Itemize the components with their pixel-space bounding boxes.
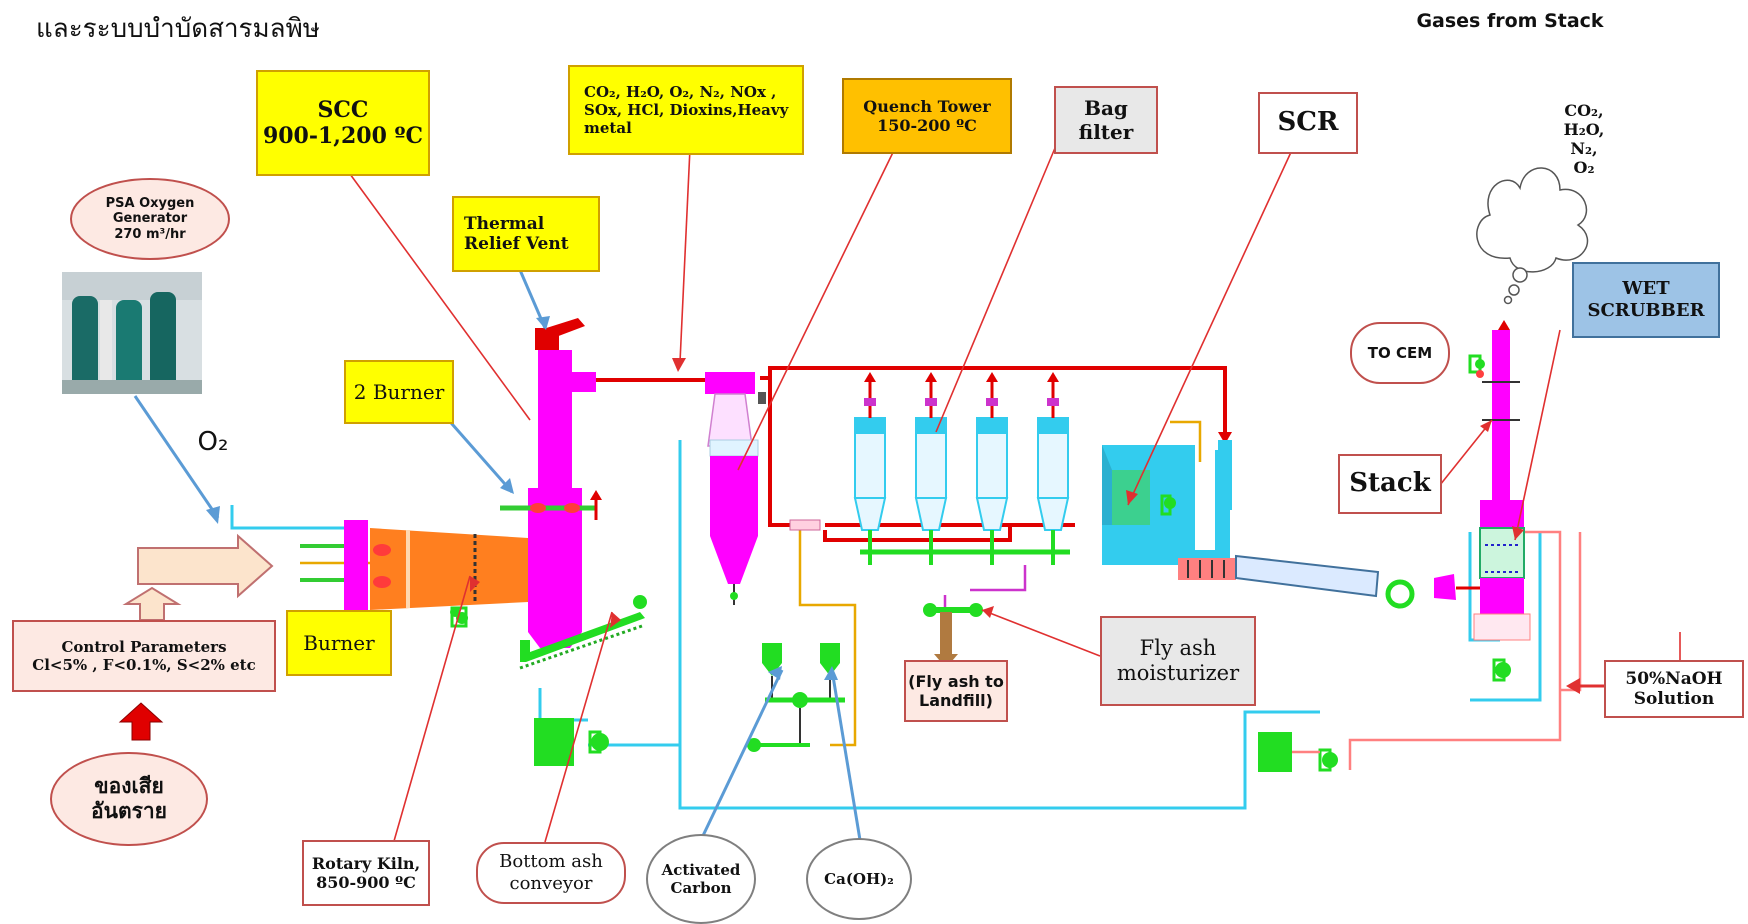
red-arrowheads [470, 358, 1580, 694]
hazardous-waste-label: ของเสียอันตราย [50, 752, 208, 846]
water-tank-left [534, 718, 609, 766]
control-arrow [122, 586, 182, 621]
naoh-lines [1348, 530, 1582, 770]
to-cem-label: TO CEM [1350, 322, 1450, 384]
fly-ash-moisturizer-unit [923, 603, 983, 668]
bag-filter-unit [914, 372, 948, 531]
scr-label: SCR [1258, 92, 1358, 154]
burner-label: Burner [286, 610, 392, 676]
stack-cloud [1476, 167, 1589, 305]
red-callouts [349, 137, 1681, 863]
bag-filter-unit [1036, 372, 1070, 531]
o2-label: O₂ [197, 427, 229, 458]
stack-and-scrubber [1468, 320, 1531, 682]
quench-tower [705, 372, 766, 605]
sorbent-dosing [747, 643, 845, 752]
psa-oxygen-photo [62, 272, 202, 394]
scc-tower [500, 318, 602, 648]
id-fan [1385, 574, 1480, 609]
bag-filters [789, 372, 1070, 565]
gases-composition-label: CO₂, H₂O, O₂, N₂, NOx ,SOx, HCl, Dioxins… [568, 65, 804, 155]
rotary-kiln-label: Rotary Kiln,850-900 ºC [302, 840, 430, 906]
water-tank-right [1258, 732, 1338, 772]
scr-unit [1102, 440, 1380, 598]
rotary-kiln [300, 520, 528, 628]
blue-arrowheads [206, 316, 838, 680]
waste-feed-arrow [118, 702, 164, 741]
header-title: และระบบบำบัดสารมลพิษ [36, 14, 320, 44]
bag-filter-unit [853, 372, 887, 531]
two-burner-label: 2 Burner [344, 360, 454, 424]
stack-gases-title: Gases from Stack [1416, 9, 1604, 32]
ash-lines [943, 565, 1027, 640]
feed-chute-arrow [137, 533, 274, 599]
stack-label: Stack [1338, 454, 1442, 514]
caoh2-label: Ca(OH)₂ [806, 838, 912, 920]
stack-emissions-label: CO₂,H₂O,N₂,O₂ [1563, 100, 1605, 178]
bag-filter-unit [975, 372, 1009, 531]
